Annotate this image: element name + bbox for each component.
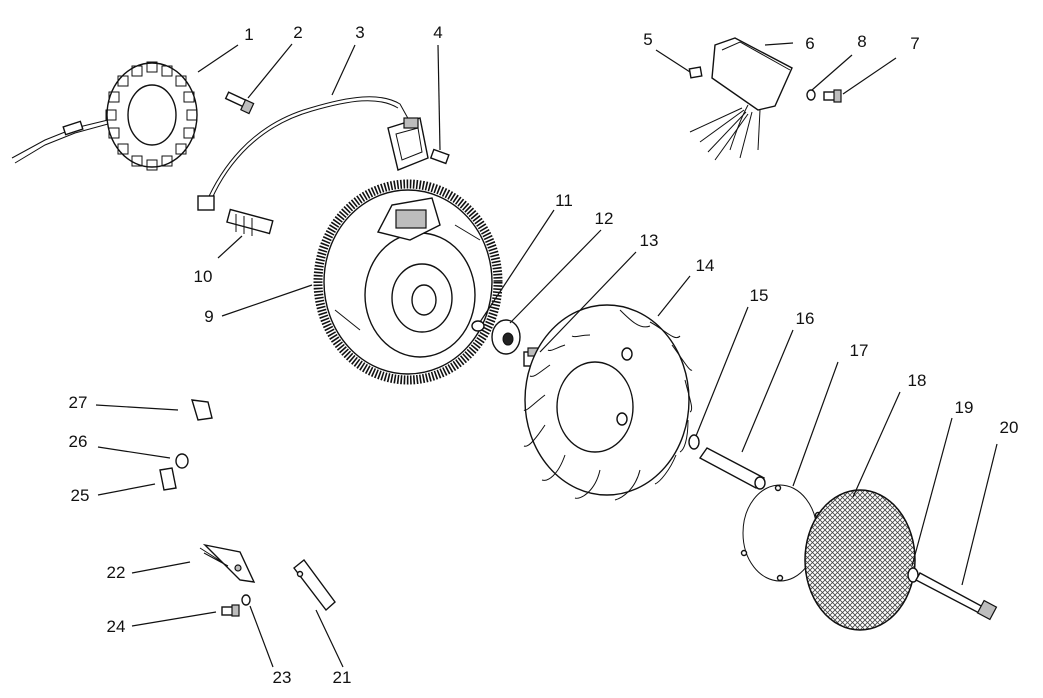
callout-9: 9 bbox=[204, 307, 213, 326]
washer-12-part bbox=[491, 319, 521, 355]
callout-labels: 1 2 3 4 5 6 7 8 9 10 11 12 13 14 15 16 1… bbox=[69, 23, 1019, 687]
callout-2: 2 bbox=[293, 23, 302, 42]
clip-25-part bbox=[159, 467, 177, 491]
callout-8: 8 bbox=[857, 32, 866, 51]
callout-4: 4 bbox=[433, 23, 442, 42]
callout-1: 1 bbox=[244, 25, 253, 44]
callout-20: 20 bbox=[1000, 418, 1019, 437]
washer-8-part bbox=[806, 89, 816, 101]
leader-lines bbox=[95, 42, 998, 668]
callout-17: 17 bbox=[850, 341, 869, 360]
ignition-module-part bbox=[197, 96, 429, 211]
clip-27-part bbox=[191, 399, 213, 421]
callout-26: 26 bbox=[69, 432, 88, 451]
key-11-part bbox=[471, 320, 485, 332]
nut-5-part bbox=[688, 66, 703, 79]
flywheel-part bbox=[313, 179, 503, 385]
callout-5: 5 bbox=[643, 30, 652, 49]
callout-23: 23 bbox=[273, 668, 292, 687]
washer-23-part bbox=[241, 594, 251, 606]
callout-13: 13 bbox=[640, 231, 659, 250]
callout-15: 15 bbox=[750, 286, 769, 305]
callout-21: 21 bbox=[333, 668, 352, 687]
callout-24: 24 bbox=[107, 617, 126, 636]
callout-22: 22 bbox=[107, 563, 126, 582]
callout-19: 19 bbox=[955, 398, 974, 417]
washer-19-part bbox=[907, 567, 919, 583]
callout-7: 7 bbox=[910, 34, 919, 53]
callout-6: 6 bbox=[805, 34, 814, 53]
bolt-20-part bbox=[915, 572, 998, 621]
screw-4-part bbox=[429, 148, 450, 165]
stator-part bbox=[11, 61, 198, 171]
callout-11: 11 bbox=[555, 191, 573, 210]
callout-16: 16 bbox=[796, 309, 815, 328]
callout-3: 3 bbox=[355, 23, 364, 42]
screw-7-part bbox=[823, 89, 842, 103]
screw-24-part bbox=[221, 604, 240, 617]
callout-14: 14 bbox=[696, 256, 715, 275]
callout-27: 27 bbox=[69, 393, 88, 412]
regulator-part bbox=[689, 37, 793, 161]
callout-25: 25 bbox=[71, 486, 90, 505]
screw-2-part bbox=[224, 91, 255, 115]
callout-12: 12 bbox=[595, 209, 614, 228]
spark-plug-part bbox=[226, 208, 274, 236]
lever-22-part bbox=[199, 543, 256, 583]
bracket-21-part bbox=[293, 558, 336, 612]
washer-26-part bbox=[175, 453, 189, 469]
spacer-16-part bbox=[698, 447, 766, 490]
screen-part bbox=[804, 489, 916, 631]
callout-18: 18 bbox=[908, 371, 927, 390]
callout-10: 10 bbox=[194, 267, 213, 286]
fan-part bbox=[523, 304, 693, 501]
washer-15-part bbox=[688, 434, 700, 450]
